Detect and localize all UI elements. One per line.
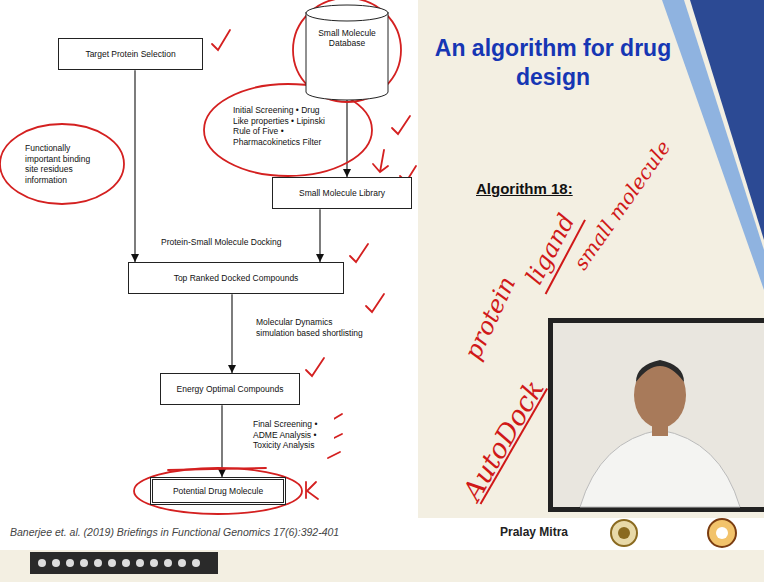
tick-mark [350,244,368,262]
algorithm-number: Algorithm 18: [476,180,573,197]
slide-title: An algorithm for drug design [428,34,678,92]
flow-arrow [319,209,320,262]
bottom-strip [0,550,764,582]
toolbar-icons [38,559,200,567]
process-box: Target Protein Selection [58,38,203,70]
box-text: Target Protein Selection [65,49,196,59]
presenter-name: Pralay Mitra [500,525,568,539]
edge-label: Final Screening • ADME Analysis • Toxici… [252,418,334,452]
box-text: Top Ranked Docked Compounds [135,273,337,283]
tick-mark [392,116,410,134]
edge-label: Initial Screening • Drug Like properties… [232,104,338,149]
blue-stripe [690,0,764,240]
flow-arrow [221,405,222,477]
annotation-circle [134,468,302,514]
tick-mark [212,30,230,50]
handwritten-note: protein [459,272,522,364]
cylinder-body [306,12,388,100]
flow-arrow [231,294,232,373]
box-text: Energy Optimal Compounds [167,384,293,394]
annotation-underline [168,468,266,470]
box-text: Small Molecule Database [311,28,383,48]
cylinder-top [306,5,388,21]
edge-label: Molecular Dynamics simulation based shor… [255,316,365,339]
cylinder-outline [305,4,389,100]
scribble [306,482,318,499]
presenter-photo [548,318,764,512]
process-box: Energy Optimal Compounds [160,373,300,405]
tick-mark [306,358,324,376]
footer-band [0,518,764,550]
box-text: Potential Drug Molecule [159,486,277,496]
citation: Banerjee et. al. (2019) Briefings in Fun… [10,526,339,538]
annotation-circle [0,124,124,204]
annotation-arrow [373,150,388,172]
tick-mark [366,294,384,312]
blue-stripe [662,0,764,290]
process-box: Top Ranked Docked Compounds [128,262,344,294]
flow-arrow [346,100,347,177]
handwritten-note: AutoDock [456,374,550,505]
database-cylinder: Small Molecule Database [305,4,389,100]
process-box: Small Molecule Library [272,177,412,209]
diagram-panel [0,0,418,518]
annotation-circle [293,0,401,102]
result-box: Potential Drug Molecule [150,477,286,505]
step-label: Protein-Small Molecule Docking [160,236,282,248]
pen-toolbar [30,552,218,574]
flow-arrow [134,70,135,262]
institute-logos [611,519,736,547]
edge-label: Functionally important binding site resi… [24,142,106,187]
box-text: Small Molecule Library [279,188,405,198]
handwritten-note: small molecule [569,136,676,274]
